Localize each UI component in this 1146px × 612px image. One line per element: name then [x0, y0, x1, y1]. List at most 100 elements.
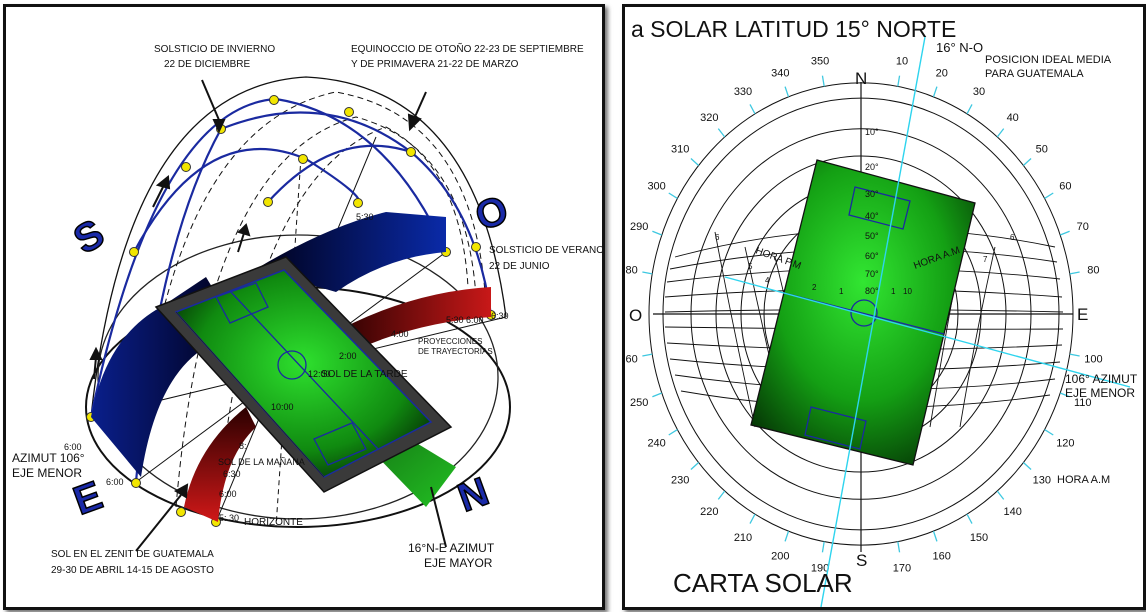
- degree-tick: [821, 541, 825, 553]
- svg-text:7: 7: [983, 255, 988, 264]
- degree-tick: [1044, 192, 1054, 200]
- degree-tick: [784, 530, 790, 542]
- cardinal-n: N: [452, 469, 494, 520]
- degree-label: 250: [630, 397, 648, 409]
- hora-am-bottom: HORA A.M: [1057, 474, 1110, 486]
- svg-text:2:00: 2:00: [339, 351, 357, 361]
- svg-text:22 DE DICIEMBRE: 22 DE DICIEMBRE: [164, 59, 250, 70]
- degree-label: 260: [625, 354, 638, 366]
- svg-text:5: 5: [748, 262, 753, 271]
- svg-text:6:00: 6:00: [64, 442, 82, 452]
- n-o-16-label: 16° N-O: [936, 40, 983, 55]
- degree-label: 130: [1033, 474, 1051, 486]
- degree-label: 80: [1087, 264, 1099, 276]
- degree-label: 310: [671, 144, 689, 156]
- degree-tick: [652, 230, 663, 236]
- azimuth-16-line: [820, 36, 926, 607]
- svg-text:EJE MAYOR: EJE MAYOR: [424, 556, 493, 570]
- degree-label: 110: [1074, 397, 1092, 409]
- azimut-106-label: 106° AZIMUT: [1065, 372, 1138, 386]
- degree-tick: [897, 75, 901, 87]
- degree-label: 230: [671, 474, 689, 486]
- summer-solstice-label: SOLSTICIO DE VERANO: [489, 245, 602, 256]
- svg-text:EJE MENOR: EJE MENOR: [12, 466, 82, 480]
- svg-text:12:00: 12:00: [308, 369, 331, 379]
- svg-text:EJE MENOR: EJE MENOR: [1065, 386, 1135, 400]
- degree-tick: [821, 75, 825, 87]
- carta-solar-title: CARTA SOLAR: [673, 568, 853, 598]
- azimut-106-label: AZIMUT 106°: [12, 451, 85, 465]
- degree-tick: [1022, 462, 1032, 471]
- degree-tick: [1044, 428, 1054, 436]
- svg-text:6:00: 6:00: [106, 477, 124, 487]
- svg-text:10°: 10°: [865, 127, 879, 137]
- degree-tick: [784, 86, 790, 98]
- degree-tick: [668, 428, 678, 436]
- svg-text:Y DE PRIMAVERA 21-22 DE MARZO: Y DE PRIMAVERA 21-22 DE MARZO: [351, 59, 519, 70]
- equinox-label: EQUINOCCIO DE OTOÑO 22-23 DE SEPTIEMBRE: [351, 42, 584, 55]
- blue-band-right: [256, 212, 446, 292]
- svg-text:DE TRAYECTORIAS: DE TRAYECTORIAS: [418, 347, 493, 356]
- degree-tick: [932, 530, 938, 542]
- degree-label: 210: [734, 532, 752, 544]
- svg-text:60°: 60°: [865, 251, 879, 261]
- svg-text:6: 6: [1010, 233, 1015, 242]
- winter-solstice-label: SOLSTICIO DE INVIERNO: [154, 44, 275, 55]
- degree-label: 280: [625, 264, 638, 276]
- degree-label: 200: [771, 551, 789, 563]
- degree-label: 10: [896, 56, 908, 68]
- degree-tick: [749, 513, 756, 524]
- degree-label: 170: [893, 562, 911, 574]
- cardinal-o: O: [470, 188, 514, 240]
- svg-text:4:00: 4:00: [391, 329, 409, 339]
- svg-text:6:30: 6:30: [223, 469, 241, 479]
- svg-text:8:: 8:: [239, 441, 247, 451]
- degree-tick: [749, 104, 756, 115]
- degree-tick: [1059, 230, 1070, 236]
- red-band-right: [326, 287, 491, 352]
- svg-text:20°: 20°: [865, 162, 879, 172]
- svg-text:POSICION IDEAL MEDIA: POSICION IDEAL MEDIA: [985, 54, 1112, 66]
- degree-label: 190: [811, 562, 829, 574]
- svg-text:1: 1: [839, 287, 844, 296]
- svg-text:6:00: 6:00: [219, 489, 237, 499]
- degree-label: 60: [1059, 180, 1071, 192]
- degree-label: 30: [973, 86, 985, 98]
- svg-text:6: 6: [715, 233, 720, 242]
- degree-tick: [966, 513, 973, 524]
- degree-label: 330: [734, 86, 752, 98]
- degree-label: 160: [933, 551, 951, 563]
- degree-tick: [966, 104, 973, 115]
- svg-text:40°: 40°: [865, 211, 879, 221]
- degree-label: 40: [1007, 112, 1019, 124]
- svg-text:10: 10: [903, 287, 912, 296]
- degree-tick: [690, 157, 700, 166]
- soccer-field-plan: [750, 159, 976, 466]
- degree-tick: [652, 392, 663, 398]
- cardinal-n: N: [855, 69, 867, 88]
- cardinal-o: O: [629, 306, 642, 325]
- svg-text:PROYECCIONES: PROYECCIONES: [418, 337, 482, 346]
- degree-tick: [717, 128, 726, 138]
- sun-path-3d-diagram: S O E N SOLSTICIO DE INVIERNO 22 DE DICI…: [12, 42, 602, 576]
- cardinal-e: E: [1077, 305, 1088, 324]
- degree-label: 50: [1036, 144, 1048, 156]
- degree-tick: [1069, 271, 1080, 275]
- azimuth-106-line: [724, 276, 1131, 388]
- degree-tick: [1069, 353, 1080, 357]
- degree-tick: [897, 541, 901, 553]
- cardinal-s: S: [856, 551, 867, 570]
- degree-label: 150: [970, 532, 988, 544]
- degree-tick: [1059, 392, 1070, 398]
- svg-text:SOL DE LA TARDE: SOL DE LA TARDE: [321, 369, 408, 380]
- degree-tick: [690, 462, 700, 471]
- degree-tick: [717, 490, 726, 500]
- degree-label: 20: [936, 67, 948, 79]
- sun-path-3d-panel: S O E N SOLSTICIO DE INVIERNO 22 DE DICI…: [3, 4, 605, 610]
- degree-label: 220: [700, 506, 718, 518]
- degree-label: 100: [1084, 354, 1102, 366]
- degree-label: 300: [647, 180, 665, 192]
- zenith-label: SOL EN EL ZENIT DE GUATEMALA: [51, 549, 214, 560]
- degree-label: 140: [1004, 506, 1022, 518]
- svg-text:70°: 70°: [865, 269, 879, 279]
